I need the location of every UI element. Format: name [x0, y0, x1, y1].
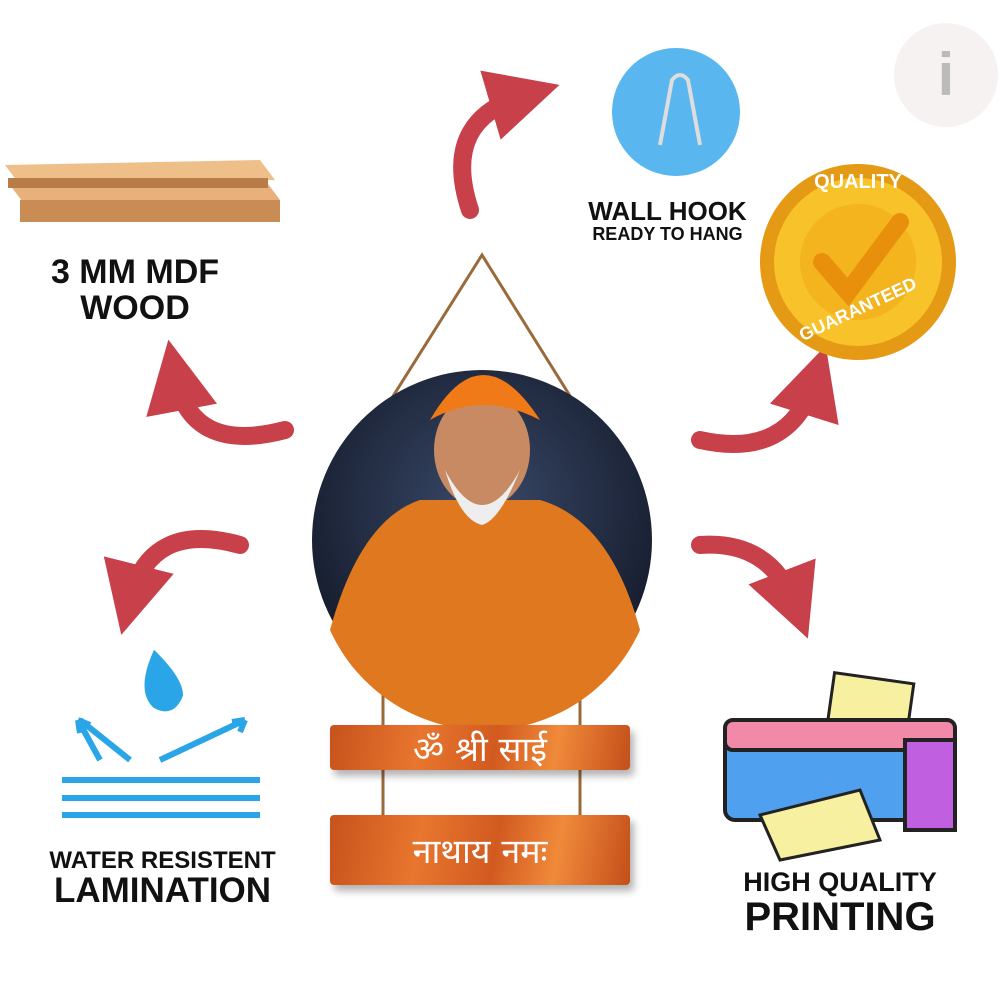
portrait-disc — [312, 370, 652, 731]
arrows — [103, 70, 839, 639]
print-line1: HIGH QUALITY — [743, 867, 937, 897]
wood-planks-icon — [5, 160, 280, 222]
hook-title: WALL HOOK — [588, 196, 747, 226]
print-line2: PRINTING — [744, 895, 936, 940]
arrow-to-water — [103, 530, 249, 635]
wood-line1: 3 MM MDF — [50, 253, 220, 291]
water-line2: LAMINATION — [53, 871, 272, 911]
wall-hook-icon — [612, 48, 740, 176]
printer-icon — [723, 671, 957, 862]
plank-top: ॐ श्री साई — [330, 725, 630, 770]
wood-label: 3 MM MDF WOOD — [20, 253, 250, 327]
print-label: HIGH QUALITY PRINTING — [720, 867, 960, 940]
arrow-to-hook — [453, 70, 560, 219]
badge-top-text: QUALITY — [814, 171, 902, 193]
water-resistant-icon — [62, 649, 260, 818]
brand-logo: i — [937, 41, 955, 108]
arrow-to-wood — [146, 339, 294, 445]
logo-circle — [894, 23, 998, 127]
arrow-to-printer — [691, 535, 816, 639]
water-line1: WATER RESISTENT — [49, 847, 276, 874]
quality-badge-icon — [760, 164, 956, 360]
wood-line2: WOOD — [80, 288, 190, 327]
plank-bottom: नाथाय नमः — [330, 815, 630, 885]
hook-subtitle: READY TO HANG — [592, 224, 743, 245]
arrow-to-badge — [691, 345, 839, 453]
water-label: WATER RESISTENT LAMINATION — [30, 848, 295, 910]
hook-label: WALL HOOK READY TO HANG — [565, 196, 770, 245]
